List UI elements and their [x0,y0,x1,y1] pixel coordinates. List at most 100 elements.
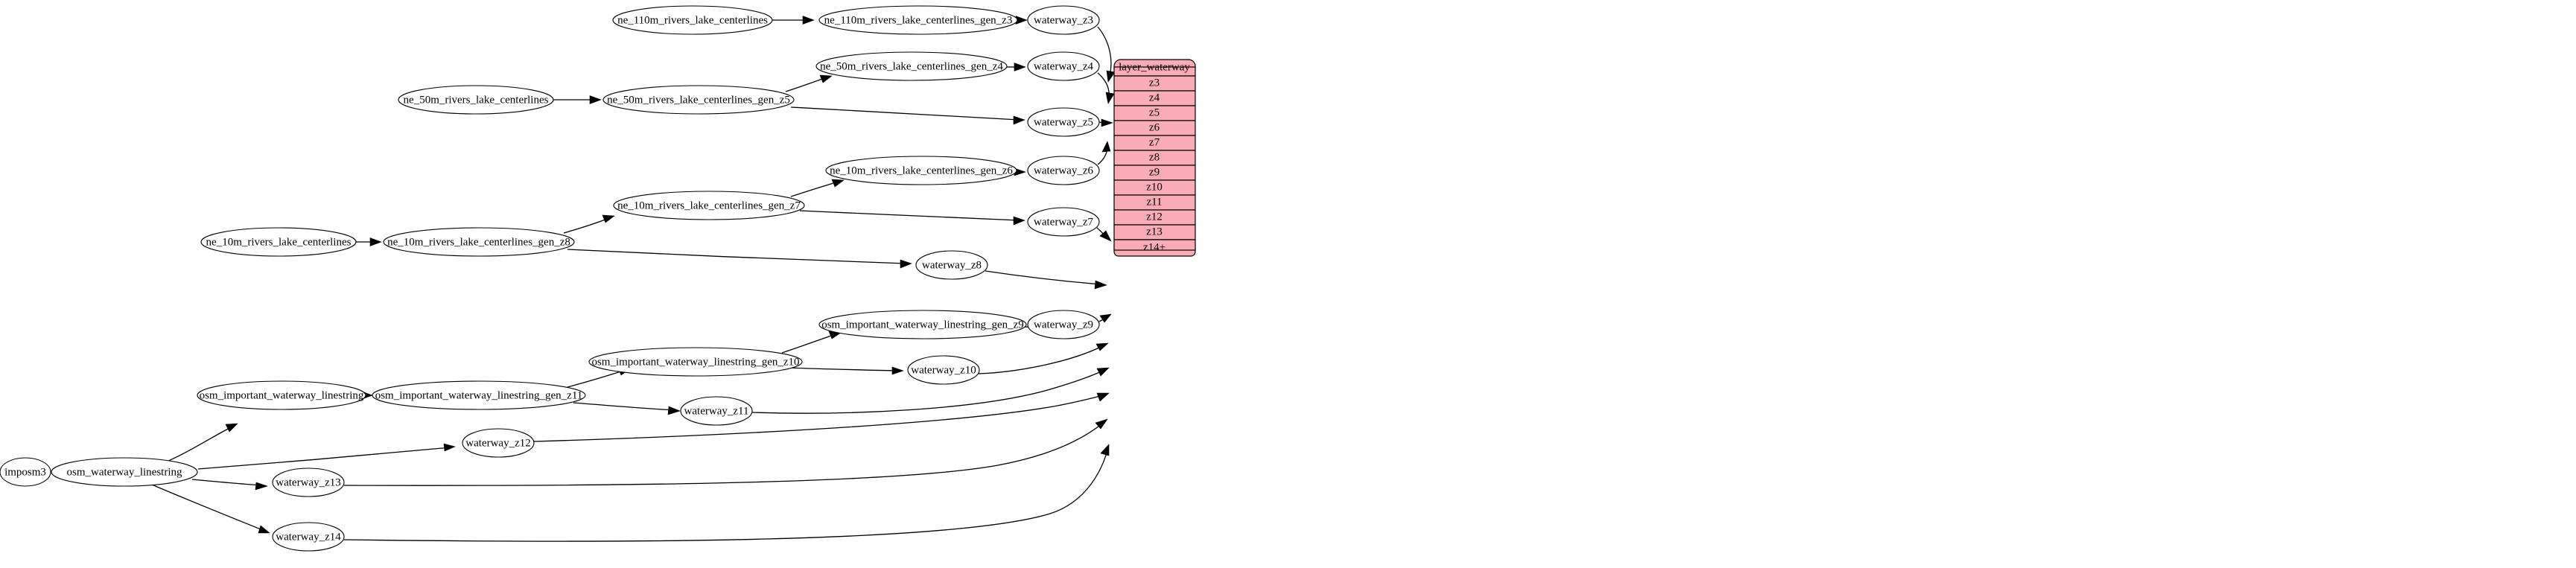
node-waterway-z13[interactable]: waterway_z13 [272,468,345,497]
edge-gen-z10-to-gen-z9 [781,331,842,354]
edge-waterway-z6-to-layer-z6 [1097,141,1111,165]
edge-gen-z4-to-waterway-z4 [1007,63,1026,71]
edge-gen-z8-to-waterway-z8 [567,249,912,269]
node-waterway-z3[interactable]: waterway_z3 [1027,5,1100,35]
edge-waterway-z8-to-layer-z8 [985,270,1107,290]
edge-gen-z7-to-gen-z6 [790,179,845,197]
layer-row-z6: z6 [1149,121,1160,133]
layer-row-z9: z9 [1149,166,1160,178]
edge-layer [113,16,1116,542]
layer-table-title: layer_waterway [1119,61,1190,73]
node-layer: imposm3 osm_waterway_linestring osm_impo… [0,5,1100,552]
edge-waterway-z14-to-layer-z14plus [343,444,1110,542]
node-waterway-z12-label: waterway_z12 [465,437,530,449]
node-waterway-z7-label: waterway_z7 [1034,216,1093,228]
node-ne-10m-gen-z6[interactable]: ne_10m_rivers_lake_centerlines_gen_z6 [825,156,1017,185]
node-osm-important-waterway-linestring[interactable]: osm_important_waterway_linestring [197,380,366,410]
layer-row-z4: z4 [1149,92,1160,103]
node-waterway-z4-label: waterway_z4 [1034,60,1093,72]
node-waterway-z7[interactable]: waterway_z7 [1027,207,1100,237]
edge-waterway-z5-to-layer-z5 [1098,118,1113,127]
edge-gen-z8-to-gen-z7 [563,214,615,234]
node-waterway-z14[interactable]: waterway_z14 [272,522,345,552]
layer-row-z13: z13 [1146,226,1163,237]
node-ne-50m-rivers-lake-centerlines[interactable]: ne_50m_rivers_lake_centerlines [398,85,554,115]
edge-waterway-z13-to-layer-z13 [343,418,1108,486]
node-ne-50m-gen-z4[interactable]: ne_50m_rivers_lake_centerlines_gen_z4 [815,51,1008,81]
layer-row-z11: z11 [1146,196,1162,208]
node-osm-important-gen-z9[interactable]: osm_important_waterway_linestring_gen_z9 [818,310,1027,339]
node-waterway-z4[interactable]: waterway_z4 [1027,51,1100,81]
edge-waterway-z9-to-layer-z9 [1098,313,1112,323]
node-osm-important-gen-z10[interactable]: osm_important_waterway_linestring_gen_z1… [588,347,803,377]
node-waterway-z10[interactable]: waterway_z10 [907,355,980,385]
node-imposm3-label: imposm3 [4,466,46,478]
edge-gen-z5-to-waterway-z5 [790,106,1025,125]
node-waterway-z10-label: waterway_z10 [911,364,976,376]
layer-row-z12: z12 [1146,211,1163,223]
node-ne-110m-label: ne_110m_rivers_lake_centerlines [617,14,768,26]
edge-waterway-z11-to-layer-z11 [751,367,1110,414]
node-ne-10m-gen-z8-label: ne_10m_rivers_lake_centerlines_gen_z8 [387,236,570,248]
layer-waterway-table[interactable]: layer_waterway z3 z4 z5 z6 z7 z8 z9 z10 … [1113,59,1196,257]
edge-osm-waterway-to-waterway-z14 [151,484,270,534]
node-waterway-z14-label: waterway_z14 [276,531,341,543]
node-ne-50m-label: ne_50m_rivers_lake_centerlines [404,94,549,106]
node-osm-waterway-linestring-label: osm_waterway_linestring [67,466,182,478]
node-ne-50m-gen-z5-label: ne_50m_rivers_lake_centerlines_gen_z5 [607,94,790,106]
edge-osm-waterway-to-osm-important [166,423,238,462]
node-ne-10m-gen-z7[interactable]: ne_10m_rivers_lake_centerlines_gen_z7 [613,191,805,220]
node-osm-important-gen-z10-label: osm_important_waterway_linestring_gen_z1… [591,356,799,368]
edge-gen-z7-to-waterway-z7 [799,210,1025,226]
edge-osm-waterway-to-waterway-z13 [191,479,268,491]
node-osm-waterway-linestring[interactable]: osm_waterway_linestring [51,457,198,487]
node-imposm3[interactable]: imposm3 [0,457,51,487]
node-ne-110m-gen-z3[interactable]: ne_110m_rivers_lake_centerlines_gen_z3 [818,5,1018,35]
node-ne-50m-gen-z5[interactable]: ne_50m_rivers_lake_centerlines_gen_z5 [602,85,795,115]
node-ne-10m-gen-z6-label: ne_10m_rivers_lake_centerlines_gen_z6 [830,165,1013,176]
edge-ne10m-to-gen-z8 [356,237,382,246]
node-ne-110m-rivers-lake-centerlines[interactable]: ne_110m_rivers_lake_centerlines [612,5,773,35]
node-waterway-z6[interactable]: waterway_z6 [1027,156,1100,185]
edge-osm-waterway-to-waterway-z12 [197,443,456,470]
node-waterway-z12[interactable]: waterway_z12 [462,428,535,458]
node-waterway-z5[interactable]: waterway_z5 [1027,107,1100,137]
node-ne-10m-gen-z7-label: ne_10m_rivers_lake_centerlines_gen_z7 [617,200,801,211]
node-osm-important-gen-z11-label: osm_important_waterway_linestring_gen_z1… [375,389,583,401]
layer-row-z8: z8 [1149,151,1160,163]
edge-ne50m-to-gen-z5 [553,95,602,104]
node-osm-important-gen-z9-label: osm_important_waterway_linestring_gen_z9 [821,319,1024,331]
node-osm-important-waterway-linestring-label: osm_important_waterway_linestring [200,389,364,401]
edge-ne110m-to-gen-z3 [772,16,815,25]
node-waterway-z3-label: waterway_z3 [1034,14,1093,26]
node-waterway-z11-label: waterway_z11 [684,405,749,417]
edge-waterway-z3-to-layer-z3 [1097,26,1116,83]
edge-waterway-z12-to-layer-z12 [533,392,1110,442]
node-ne-10m-gen-z8[interactable]: ne_10m_rivers_lake_centerlines_gen_z8 [383,227,575,257]
node-waterway-z11[interactable]: waterway_z11 [680,396,753,426]
node-waterway-z13-label: waterway_z13 [276,476,340,488]
edge-gen-z11-to-waterway-z11 [573,402,681,415]
node-ne-10m-label: ne_10m_rivers_lake_centerlines [206,236,352,248]
layer-row-z5: z5 [1149,106,1160,118]
node-waterway-z5-label: waterway_z5 [1034,116,1093,128]
edge-gen-z10-to-waterway-z10 [789,366,904,375]
layer-row-z3: z3 [1149,77,1160,89]
edge-gen-z5-to-gen-z4 [785,74,833,92]
node-waterway-z6-label: waterway_z6 [1034,165,1093,176]
node-waterway-z8[interactable]: waterway_z8 [915,250,988,280]
edge-waterway-z4-to-layer-z4 [1097,72,1115,104]
layer-row-z14plus: z14+ [1143,241,1165,253]
layer-row-z7: z7 [1149,136,1160,148]
node-ne-50m-gen-z4-label: ne_50m_rivers_lake_centerlines_gen_z4 [820,60,1003,72]
node-waterway-z9[interactable]: waterway_z9 [1027,310,1100,339]
node-ne-110m-gen-z3-label: ne_110m_rivers_lake_centerlines_gen_z3 [824,14,1013,26]
node-osm-important-gen-z11[interactable]: osm_important_waterway_linestring_gen_z1… [372,380,586,410]
edge-waterway-z7-to-layer-z7 [1096,227,1112,242]
node-ne-10m-rivers-lake-centerlines[interactable]: ne_10m_rivers_lake_centerlines [200,227,357,257]
node-waterway-z9-label: waterway_z9 [1034,319,1093,331]
layer-row-z10: z10 [1146,181,1163,193]
node-waterway-z8-label: waterway_z8 [922,259,982,271]
